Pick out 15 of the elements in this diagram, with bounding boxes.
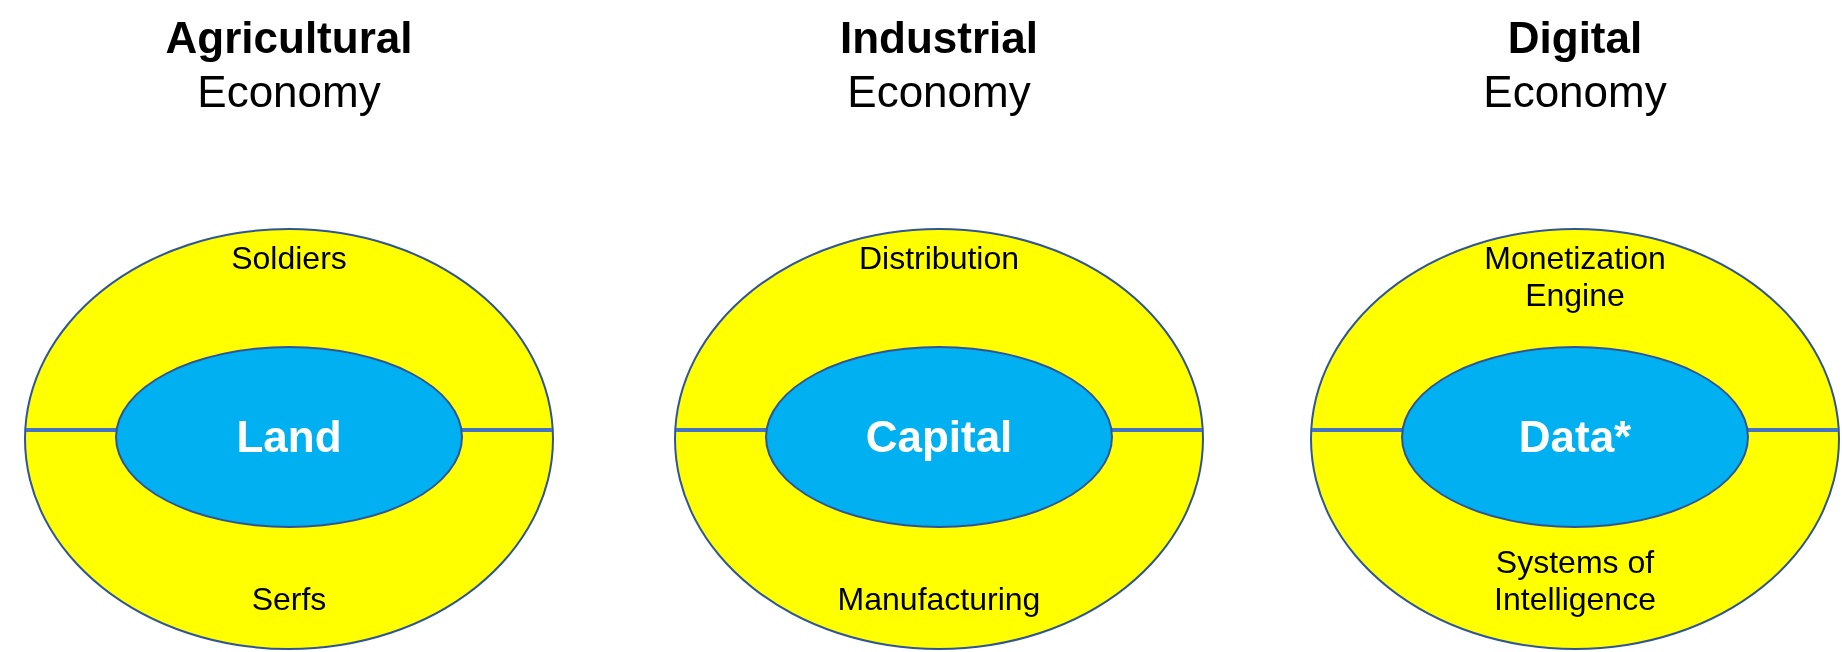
layer-label: Serfs bbox=[250, 581, 328, 618]
heading: Agricultural bbox=[164, 16, 414, 60]
subheading: Economy bbox=[1482, 70, 1668, 114]
heading: Digital bbox=[1506, 16, 1644, 60]
layer-label: Soldiers bbox=[230, 240, 348, 277]
layer-label: Distribution bbox=[857, 240, 1021, 277]
layer-label: Manufacturing bbox=[836, 581, 1042, 618]
subheading: Economy bbox=[196, 70, 382, 114]
core-label: Capital bbox=[865, 412, 1013, 462]
heading: Industrial bbox=[839, 16, 1039, 60]
layer-label: Systems of Intelligence bbox=[1493, 544, 1657, 618]
layer-label: Monetization Engine bbox=[1483, 240, 1667, 314]
core-label: Data* bbox=[1518, 412, 1632, 462]
subheading: Economy bbox=[846, 70, 1032, 114]
core-label: Land bbox=[236, 412, 342, 462]
